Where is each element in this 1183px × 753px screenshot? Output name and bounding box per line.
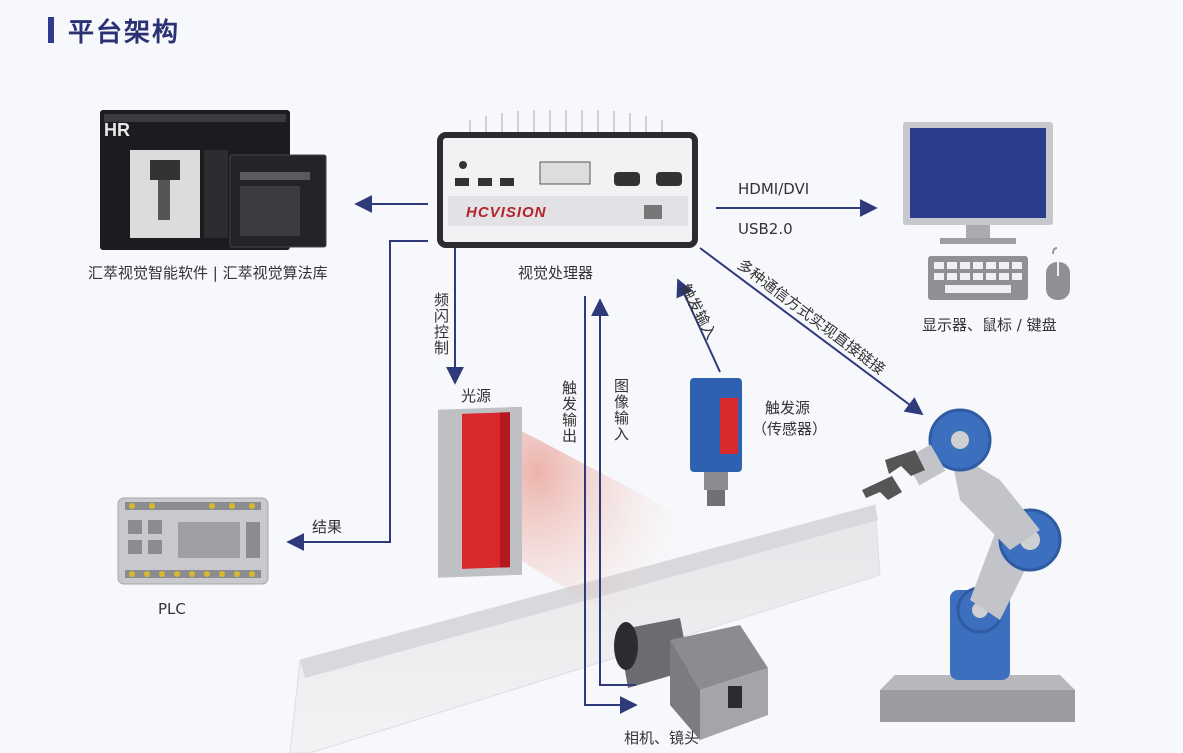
robot-arm [862, 408, 1075, 722]
label-camera: 相机、镜头 [624, 729, 700, 747]
keyboard [928, 256, 1028, 300]
page-title: 平台架构 [48, 12, 180, 48]
software-monitor [100, 110, 327, 250]
label-plc: PLC [158, 600, 186, 618]
page-title-text: 平台架构 [68, 17, 181, 48]
label-image-input: 图像输入 [612, 378, 630, 442]
plc-device [117, 497, 269, 585]
light-beam [520, 430, 690, 640]
light-source [438, 406, 522, 578]
mouse [1046, 247, 1070, 300]
label-software: 汇萃视觉智能软件 | 汇萃视觉算法库 [88, 264, 328, 282]
label-hdmi: HDMI/DVI [738, 180, 810, 198]
label-usb: USB2.0 [738, 220, 793, 238]
label-result: 结果 [312, 518, 343, 536]
processor-brand: HCVISION [466, 204, 547, 221]
arrows [286, 195, 924, 714]
display-monitor [903, 122, 1053, 244]
vision-processor-device [437, 110, 698, 248]
arrow-trigger-output [584, 296, 638, 714]
label-processor: 视觉处理器 [518, 264, 594, 282]
arrow-trigger-input [676, 278, 721, 373]
trigger-sensor [690, 378, 742, 506]
label-strobe-control: 频闪控制 [432, 292, 450, 356]
label-trigger-source: 触发源 [765, 399, 811, 417]
camera-lens [614, 618, 768, 740]
arrow-image-input [591, 298, 636, 686]
label-trigger-output: 触发输出 [560, 380, 578, 444]
label-display: 显示器、鼠标 / 键盘 [922, 316, 1057, 334]
software-logo: HR [104, 120, 130, 140]
arrow-comm-to-robot [699, 247, 924, 416]
label-trigger-source-sub: （传感器） [752, 420, 828, 438]
title-accent-bar [48, 17, 54, 43]
arrow-result-to-plc [286, 240, 428, 551]
label-light: 光源 [461, 387, 492, 405]
